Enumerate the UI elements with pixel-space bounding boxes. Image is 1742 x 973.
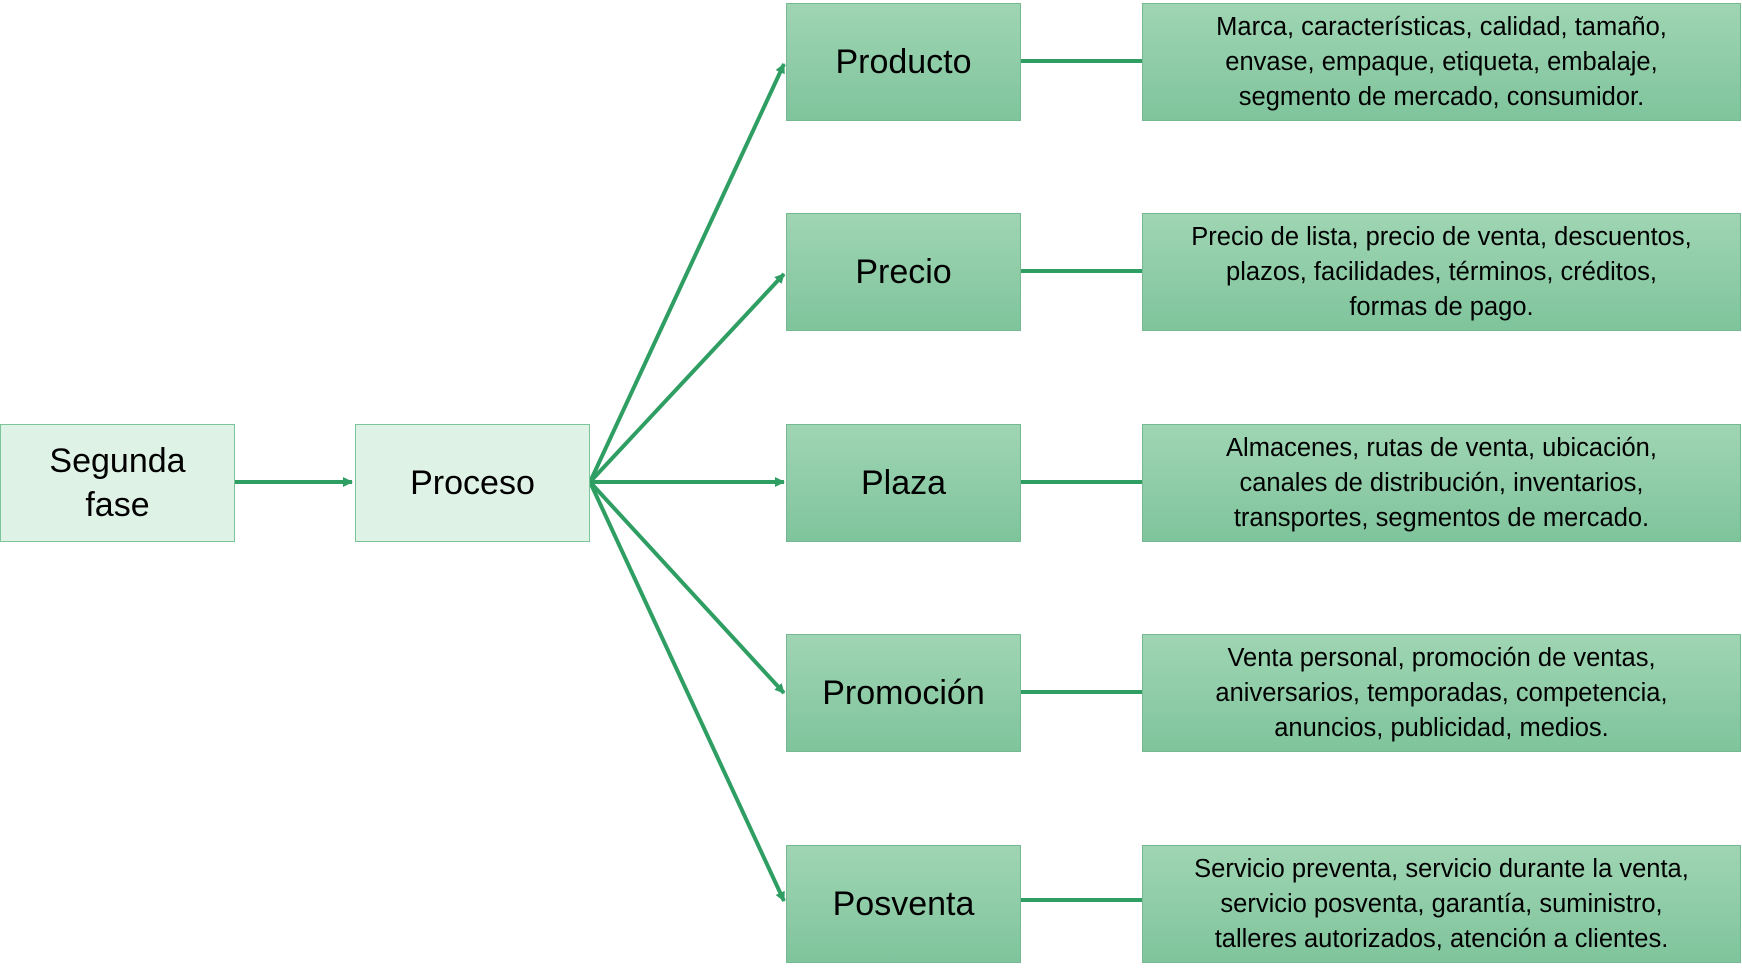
details-line: formas de pago. bbox=[1349, 292, 1534, 321]
details-line: aniversarios, temporadas, competencia, bbox=[1215, 678, 1668, 707]
details-line: transportes, segmentos de mercado. bbox=[1233, 503, 1650, 532]
arrow-process-to-producto bbox=[588, 63, 786, 483]
details-line: anuncios, publicidad, medios. bbox=[1274, 713, 1609, 742]
details-line: segmento de mercado, consumidor. bbox=[1238, 82, 1645, 111]
category-label: Plaza bbox=[860, 464, 947, 502]
details-line: envase, empaque, etiqueta, embalaje, bbox=[1225, 47, 1658, 76]
category-plaza: Plaza bbox=[786, 424, 1021, 542]
arrow-process-to-posventa bbox=[588, 481, 786, 902]
category-promocion: Promoción bbox=[786, 634, 1021, 752]
category-label: Promoción bbox=[822, 674, 985, 712]
details-line: plazos, facilidades, términos, créditos, bbox=[1226, 257, 1657, 286]
category-producto: Producto bbox=[786, 3, 1021, 121]
category-label: Precio bbox=[855, 253, 952, 291]
start-label: Segunda fase bbox=[49, 439, 185, 527]
details-line: canales de distribución, inventarios, bbox=[1239, 468, 1644, 497]
start-label-line: Segunda bbox=[49, 442, 186, 480]
category-label: Posventa bbox=[832, 885, 975, 923]
details-line: talleres autorizados, atención a cliente… bbox=[1214, 924, 1669, 953]
process-node: Proceso bbox=[355, 424, 590, 542]
start-label-line: fase bbox=[85, 486, 150, 524]
category-posventa: Posventa bbox=[786, 845, 1021, 963]
arrow-process-to-promocion bbox=[588, 480, 786, 695]
details-posventa: Servicio preventa, servicio durante la v… bbox=[1142, 845, 1741, 963]
details-line: Almacenes, rutas de venta, ubicación, bbox=[1226, 433, 1657, 462]
details-promocion: Venta personal, promoción de ventas, ani… bbox=[1142, 634, 1741, 752]
details-line: Servicio preventa, servicio durante la v… bbox=[1194, 854, 1689, 883]
details-line: Precio de lista, precio de venta, descue… bbox=[1191, 222, 1692, 251]
details-producto: Marca, características, calidad, tamaño,… bbox=[1142, 3, 1741, 121]
category-precio: Precio bbox=[786, 213, 1021, 331]
arrow-process-to-precio bbox=[588, 272, 786, 484]
details-precio: Precio de lista, precio de venta, descue… bbox=[1142, 213, 1741, 331]
start-node: Segunda fase bbox=[0, 424, 235, 542]
details-line: servicio posventa, garantía, suministro, bbox=[1220, 889, 1663, 918]
details-plaza: Almacenes, rutas de venta, ubicación, ca… bbox=[1142, 424, 1741, 542]
process-label: Proceso bbox=[410, 464, 535, 502]
details-line: Venta personal, promoción de ventas, bbox=[1227, 643, 1656, 672]
category-label: Producto bbox=[835, 43, 972, 81]
details-line: Marca, características, calidad, tamaño, bbox=[1216, 12, 1667, 41]
